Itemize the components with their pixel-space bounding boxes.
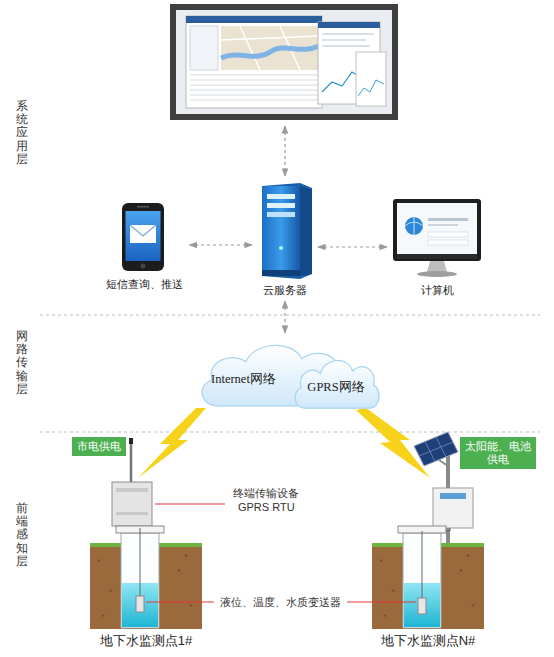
- leader-line: [347, 602, 416, 603]
- dashboard-display: [221, 26, 319, 70]
- layer-separator: [40, 315, 540, 316]
- layer-label: 网路传输层: [16, 330, 28, 396]
- leader-line: [146, 504, 416, 602]
- node-label: GPRS网络: [307, 379, 364, 396]
- dashboard-display: [221, 46, 319, 58]
- cloud-server-icon: [279, 246, 283, 250]
- computer-icon: [417, 271, 457, 277]
- rtu-device-left: [130, 442, 133, 483]
- cloud-server-icon: [262, 270, 300, 276]
- dashboard-display: [356, 52, 386, 106]
- computer-icon: [397, 254, 477, 259]
- solar-rtu-device-right: [433, 488, 473, 528]
- node-label: 地下水监测点1#: [100, 632, 192, 650]
- node-label: 计算机: [421, 283, 454, 298]
- cloud-server-icon: [262, 183, 312, 279]
- rtu-device-left: [129, 438, 133, 444]
- wireless-bolt: [138, 408, 206, 478]
- display-link-arrow: [284, 126, 285, 176]
- layer-label: 系统应用层: [16, 100, 28, 166]
- dashed-link-arrow: [190, 244, 253, 245]
- dashboard-display: [170, 4, 398, 120]
- monitoring-well-node: 地下水监测点N#: [366, 520, 490, 650]
- computer-icon: [397, 203, 477, 254]
- cloud-server-icon: [267, 194, 295, 199]
- node-label: 短信查询、推送: [106, 277, 183, 292]
- computer-icon: [393, 199, 481, 277]
- rtu-device-left: [116, 512, 148, 515]
- phone-icon: [126, 211, 161, 261]
- solar-rtu-device-right: [440, 493, 466, 499]
- dashboard-display: [190, 26, 218, 70]
- computer-icon: [428, 224, 458, 226]
- device-callout: 终端传输设备 GPRS RTU: [230, 486, 303, 515]
- rtu-device-left: [112, 482, 152, 526]
- layer-label: 前端感知层: [16, 502, 28, 568]
- cloud-server-node: 云服务器: [255, 180, 315, 298]
- sensor-callout: 液位、温度、水质变送器: [220, 595, 341, 610]
- computer-icon: [428, 232, 468, 237]
- cloud-server-icon: [267, 203, 295, 208]
- solar-power-badge: 太阳能、电池供电: [460, 437, 536, 469]
- computer-icon: [427, 261, 447, 272]
- cloud-outline: [295, 360, 379, 408]
- layer-separator: [40, 315, 540, 432]
- computer-icon: [405, 217, 423, 235]
- computer-icon: [405, 217, 423, 235]
- node-label: 云服务器: [263, 283, 307, 298]
- wireless-bolt: [138, 408, 430, 478]
- monitoring-well-right: [422, 531, 423, 598]
- sms-phone-node: 短信查询、推送: [102, 198, 187, 292]
- dashboard-display: [186, 16, 322, 23]
- dashed-link-arrow: [318, 246, 387, 247]
- dashboard-display: [322, 34, 374, 46]
- leader-line: [146, 602, 214, 603]
- dashboard-display: [170, 4, 398, 120]
- cloud-server-icon: [262, 183, 312, 279]
- mains-power-badge: 市电供电: [72, 437, 126, 456]
- monitoring-well-left: [136, 596, 144, 612]
- monitoring-well-right: [372, 526, 484, 629]
- cloud-server-icon: [262, 186, 300, 276]
- dashboard-display: [186, 16, 322, 108]
- computer-icon: [428, 218, 468, 221]
- dashboard-display: [358, 80, 384, 96]
- dashboard-display: [221, 26, 319, 70]
- computer-icon: [428, 240, 468, 245]
- gprs-cloud: GPRS网络: [290, 353, 382, 413]
- cloud-server-icon: [300, 186, 312, 276]
- rtu-device-left: [116, 488, 148, 492]
- cloud-server-icon: [267, 212, 295, 217]
- solar-rtu-device-right: [419, 437, 453, 462]
- computer-node: 计算机: [390, 196, 484, 298]
- phone-icon: [130, 225, 156, 236]
- layer-separator: [40, 432, 540, 433]
- dashboard-display: [176, 10, 392, 114]
- phone-icon: [122, 203, 164, 271]
- monitoring-well-right: [418, 598, 426, 614]
- node-label: 太阳能、电池供电: [465, 440, 531, 466]
- computer-icon: [393, 199, 481, 261]
- monitoring-well-left: [90, 526, 202, 629]
- phone-icon: [130, 225, 156, 243]
- phone-icon: [122, 203, 164, 271]
- leader-line: [155, 504, 225, 505]
- node-label: Internet网络: [211, 371, 276, 388]
- monitoring-well-node: 地下水监测点1#: [84, 520, 208, 650]
- dashboard-display: [318, 22, 380, 28]
- phone-icon: [137, 206, 149, 208]
- dashboard-display: [190, 75, 318, 100]
- solar-rtu-device-right: [414, 432, 458, 466]
- dashed-link-arrow: [284, 301, 285, 333]
- phone-icon: [141, 264, 146, 269]
- node-label: 地下水监测点N#: [381, 632, 476, 650]
- wireless-bolt: [356, 408, 430, 478]
- monitoring-well-left: [140, 528, 141, 596]
- node-label: 市电供电: [77, 440, 121, 453]
